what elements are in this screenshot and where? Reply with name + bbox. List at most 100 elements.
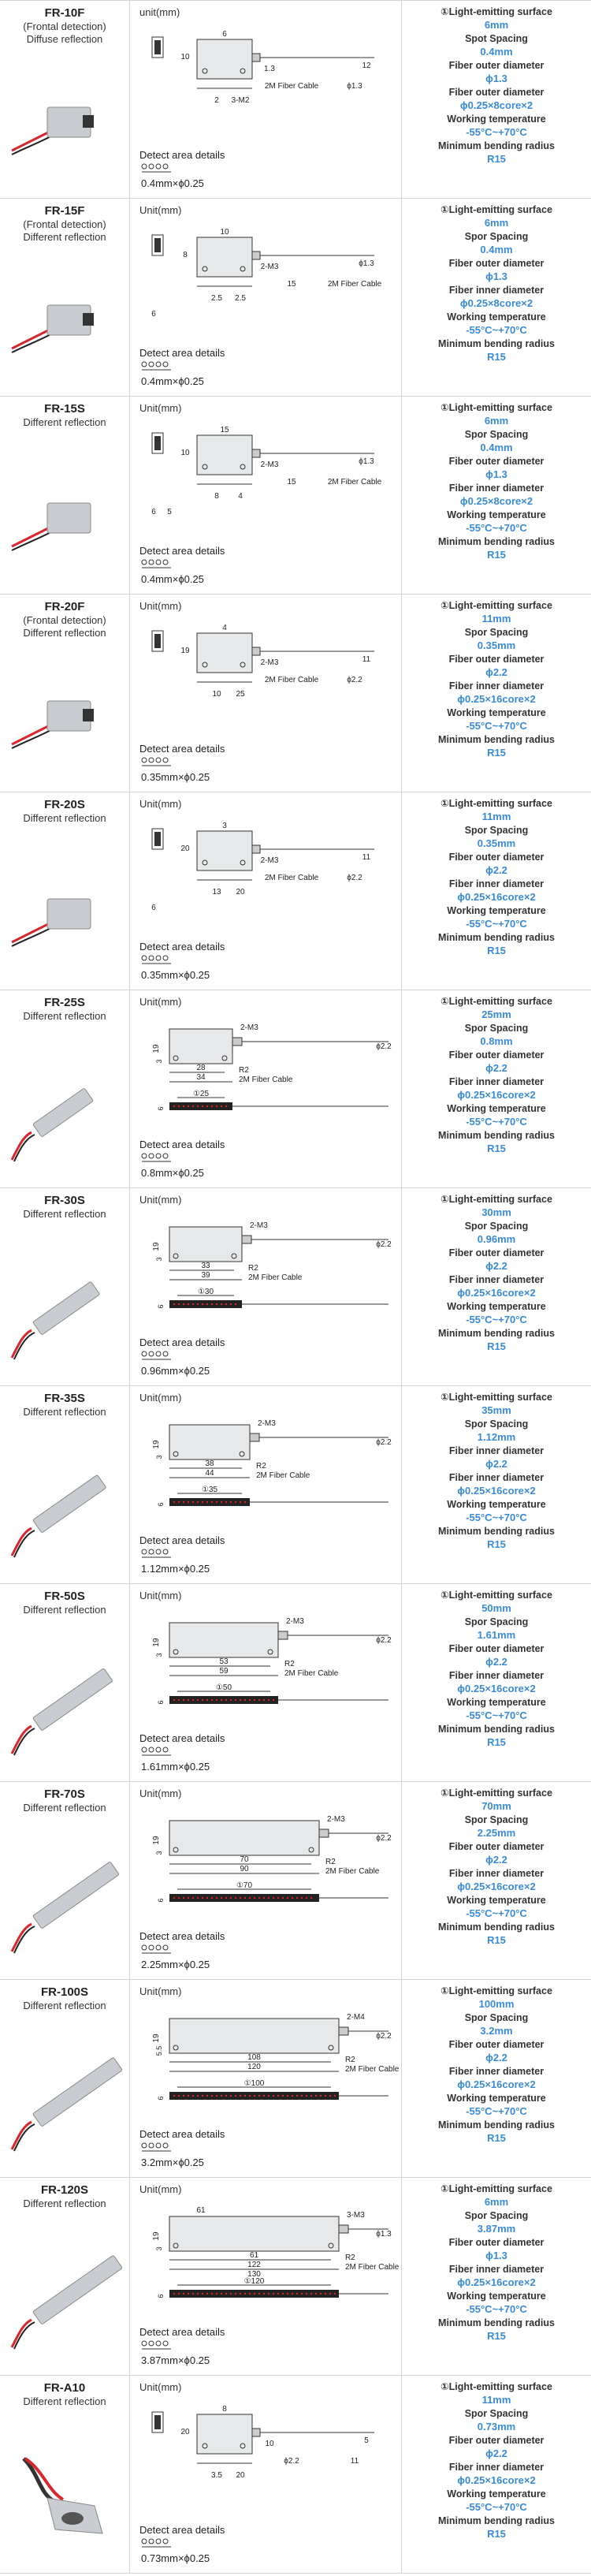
fiber-core [162,757,169,763]
fiber-dot [267,2094,270,2097]
spec-label: Minimum bending radius [438,2317,555,2328]
fiber-core [162,163,169,170]
detect-area-figure [141,1944,173,1960]
unit-label: Unit(mm) [139,1788,182,1799]
spec-label: Working temperature [447,707,546,718]
spec-value: ϕ0.25×8core×2 [459,297,533,309]
fiber-core [148,2142,154,2149]
spec-label: Working temperature [447,1895,546,1906]
dimension-label: ϕ2.2 [376,1636,392,1645]
detect-area-figure [141,2339,173,2356]
reflection-type: (Frontal detection) [23,614,106,626]
reflection-type: Different reflection [23,627,106,639]
unit-label: Unit(mm) [139,1392,182,1404]
fiber-dot [191,2292,195,2295]
detect-area-figure [141,558,173,575]
fiber-dot [281,2292,284,2295]
spec-label: ①Light-emitting surface [440,204,552,215]
fiber-core [141,955,147,961]
spec-label: Minimum bending radius [438,1130,555,1141]
model-name: FR-120S [40,2183,89,2197]
fiber-cable [10,2318,32,2348]
spec-value: ϕ2.2 [485,864,507,876]
fiber-dot [243,1698,247,1702]
fiber-core [155,163,162,170]
spec-value: -55°C~+70°C [466,1116,527,1128]
mount-hole [240,2443,246,2449]
spec-label: Minimum bending radius [438,536,555,547]
spec-value: ϕ2.2 [485,1062,507,1074]
fiber-dot [229,1698,232,1702]
fiber-core [141,559,147,565]
emitting-strip [169,1102,232,1110]
detect-area-title: Detect area details [139,1732,225,1744]
fiber-dot [291,2292,294,2295]
fiber-dot [225,1303,228,1306]
fiber-dot [215,1896,218,1899]
fiber-dot [173,1303,176,1306]
fiber-dot [329,2094,332,2097]
spec-value: -55°C~+70°C [466,918,527,930]
spec-value: -55°C~+70°C [466,1314,527,1325]
dimension-label: ϕ2.2 [347,874,362,882]
spec-label: Spor Spacing [464,2012,529,2023]
dimension-label: 108 [247,2053,261,2062]
product-photo [10,2255,123,2350]
spec-value: ϕ1.3 [485,73,507,84]
fiber-core [148,163,154,170]
mount-hole [328,2242,334,2249]
fiber-cable [10,1724,32,1754]
cable-boot [338,2224,349,2234]
fiber-core [141,361,147,367]
dimension-label: 33 [201,1262,210,1270]
product-row: FR-15F(Frontal detection)Different refle… [0,199,591,397]
fiber-dot [201,1896,204,1899]
fiber-dot [177,1303,180,1306]
mount-hole [267,1649,273,1655]
dimension-label: 2M Fiber Cable [265,676,319,684]
dimension-label: ϕ2.2 [376,1834,392,1843]
spec-value: 35mm [481,1404,511,1416]
dimension-label: R2 [325,1858,336,1866]
detect-area-figure [141,954,173,971]
spec-label: Spor Spacing [464,1616,529,1627]
fiber-dot [210,1896,214,1899]
fiber-dot [210,2094,214,2097]
fiber-dot [300,2292,303,2295]
spec-label: ①Light-emitting surface [440,402,552,413]
fiber-cable [11,728,54,749]
spec-label: Fiber inner diameter [448,1670,545,1681]
emitting-window [154,40,161,54]
fiber-dot [229,2292,232,2295]
spec-label: Working temperature [447,1499,546,1510]
fiber-dot [220,1303,223,1306]
dimension-label: 39 [201,1271,210,1280]
spec-label: ①Light-emitting surface [440,996,552,1007]
spec-label: Spot Spacing [465,33,528,44]
reflection-type: Different reflection [23,1802,106,1814]
spec-label: Working temperature [447,509,546,520]
fiber-dot [305,1896,308,1899]
reflection-type: Different reflection [23,1208,106,1220]
dimension-label: 6 [157,1106,165,1110]
spec-value: 25mm [481,1008,511,1020]
dimension-label: 6 [157,1502,165,1506]
dimension-label: 6 [157,2294,165,2298]
fiber-dot [272,1698,275,1702]
dimension-label: 11 [351,2457,359,2466]
unit-label: Unit(mm) [139,2183,182,2195]
model-name: FR-100S [40,1985,89,1999]
spec-label: ①Light-emitting surface [440,2183,552,2194]
dimension-label: 19 [152,1440,161,1449]
spec-value: R15 [487,1736,506,1748]
spec-value: -55°C~+70°C [466,522,527,534]
